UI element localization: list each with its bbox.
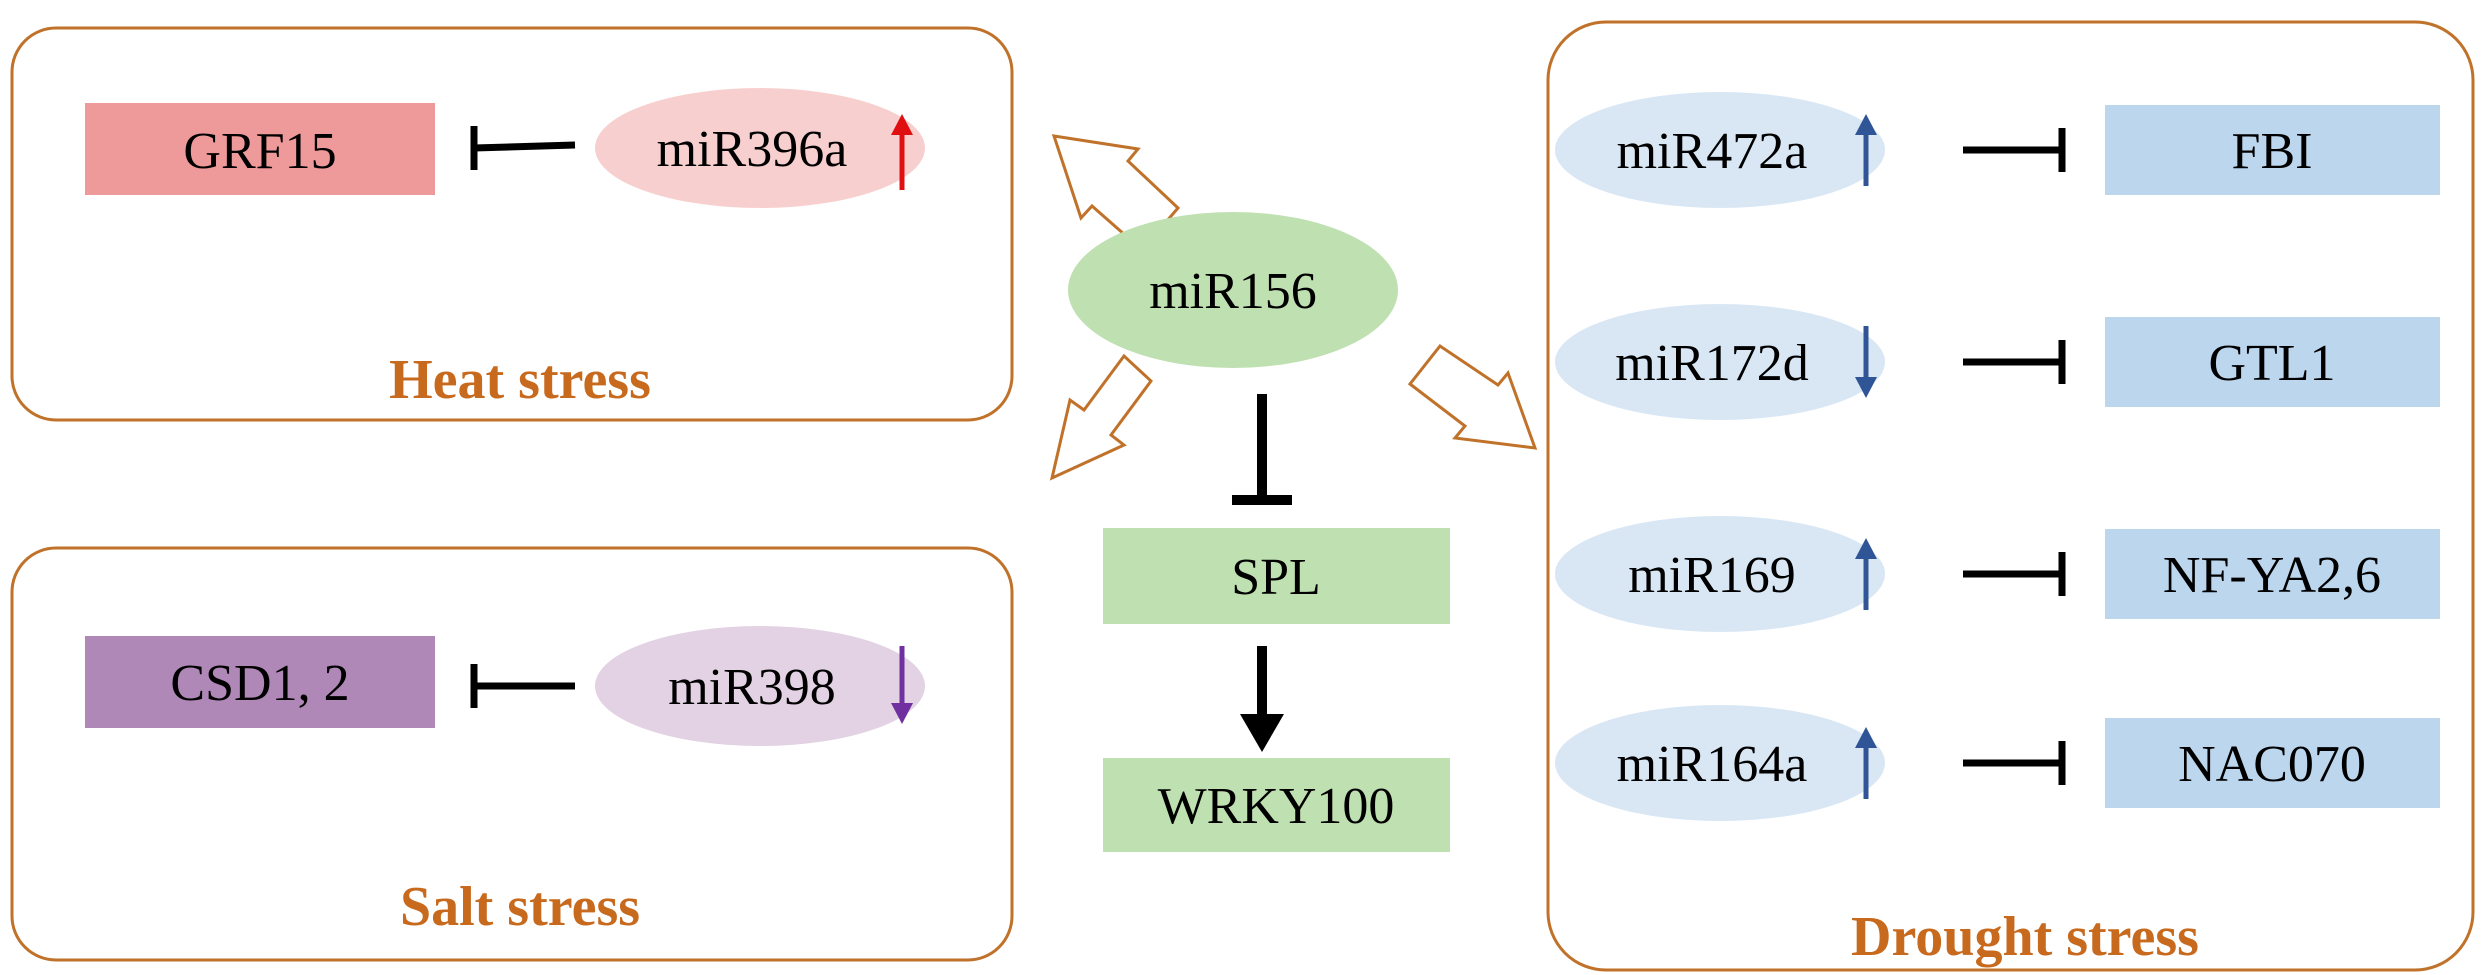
drought-target-box — [2105, 718, 2440, 808]
drought-mirna-label: miR169 — [1628, 547, 1796, 604]
drought-stress-panel — [1546, 20, 2475, 972]
wrky100-label: WRKY100 — [1158, 778, 1395, 835]
drought-inhibit-arrow — [1963, 741, 2066, 785]
drought-pair-row: miR169 NF-YA2,6 — [1555, 516, 2440, 632]
drought-mirna-label: miR164a — [1617, 736, 1808, 793]
heat-inhibit-arrow — [470, 126, 576, 170]
down-arrow-icon — [891, 646, 913, 724]
salt-stress-title: Salt stress — [400, 876, 640, 938]
up-arrow-icon — [891, 114, 913, 190]
grf15-box — [85, 103, 435, 195]
drought-inhibit-arrow — [1963, 340, 2066, 384]
down-arrow-icon — [1855, 326, 1877, 398]
drought-mirna-node — [1555, 705, 1885, 821]
drought-target-box — [2105, 317, 2440, 407]
hollow-arrow-to-salt — [1049, 353, 1154, 481]
up-arrow-icon — [1855, 727, 1877, 799]
spl-activates-wrky100-arrow — [1240, 646, 1284, 752]
spl-label: SPL — [1231, 549, 1321, 606]
hollow-arrow-to-drought — [1407, 343, 1538, 450]
drought-target-label: NF-YA2,6 — [2163, 547, 2381, 604]
up-arrow-icon — [1855, 538, 1877, 610]
csd12-label: CSD1, 2 — [170, 655, 349, 712]
heat-stress-panel — [10, 26, 1014, 422]
drought-target-box — [2105, 105, 2440, 195]
mir156-label: miR156 — [1149, 263, 1317, 320]
csd12-box — [85, 636, 435, 728]
mir156-node — [1068, 212, 1398, 368]
drought-target-label: NAC070 — [2178, 736, 2366, 793]
wrky100-box — [1103, 758, 1450, 852]
drought-mirna-node — [1555, 516, 1885, 632]
drought-mirna-node — [1555, 304, 1885, 420]
drought-stress-title: Drought stress — [1851, 906, 2199, 968]
drought-inhibit-arrow — [1963, 552, 2066, 596]
drought-mirna-label: miR172d — [1615, 335, 1809, 392]
drought-target-label: FBI — [2232, 123, 2313, 180]
spl-box — [1103, 528, 1450, 624]
mir156-inhibit-spl-arrow — [1232, 394, 1292, 505]
mir396a-label: miR396a — [657, 121, 848, 178]
drought-pair-row: miR472a FBI — [1555, 92, 2440, 208]
mir398-node — [595, 626, 925, 746]
heat-stress-title: Heat stress — [389, 349, 651, 411]
drought-target-label: GTL1 — [2208, 335, 2335, 392]
grf15-label: GRF15 — [183, 123, 336, 180]
up-arrow-icon — [1855, 114, 1877, 186]
drought-pair-row: miR172d GTL1 — [1555, 304, 2440, 420]
drought-pair-row: miR164a NAC070 — [1555, 705, 2440, 821]
salt-inhibit-arrow — [470, 664, 575, 708]
salt-stress-panel — [10, 546, 1014, 962]
drought-mirna-label: miR472a — [1617, 123, 1808, 180]
drought-mirna-node — [1555, 92, 1885, 208]
mir396a-node — [595, 88, 925, 208]
drought-target-box — [2105, 529, 2440, 619]
drought-inhibit-arrow — [1963, 128, 2066, 172]
mir398-label: miR398 — [668, 659, 836, 716]
